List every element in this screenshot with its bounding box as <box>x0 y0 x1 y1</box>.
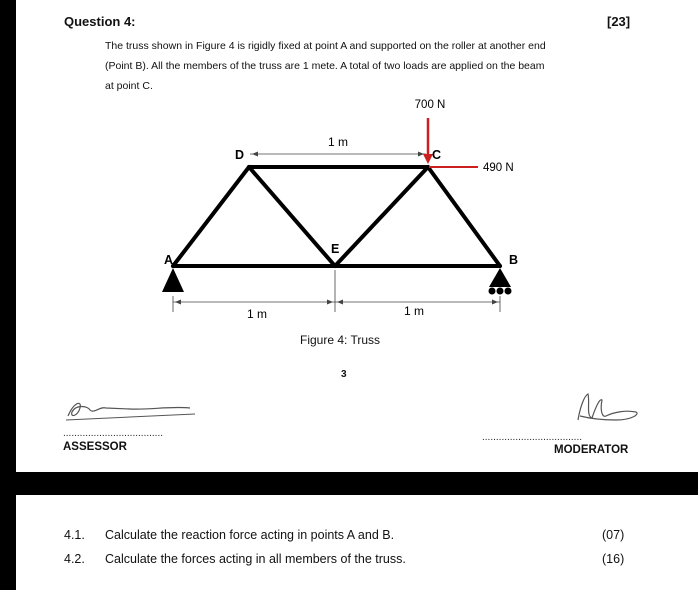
truss-figure: 1 m 700 N 49 <box>162 99 518 321</box>
bottom-dimensions <box>172 270 501 312</box>
task-marks-2: (16) <box>602 552 625 566</box>
fixed-support-a <box>162 268 184 292</box>
task-number-1: 4.1. <box>64 528 85 542</box>
load-arrow-700n: 700 N <box>415 99 446 164</box>
node-label-e: E <box>331 242 339 256</box>
moderator-label: MODERATOR <box>554 444 629 456</box>
question-marks: [23] <box>607 14 631 29</box>
dim-bottom-right-label: 1 m <box>404 304 424 318</box>
dim-bottom-left-label: 1 m <box>247 307 267 321</box>
node-label-c: C <box>432 148 441 162</box>
question-title: Question 4: <box>64 14 136 29</box>
moderator-signature <box>577 393 638 421</box>
load-490n-label: 490 N <box>483 162 514 174</box>
assessor-label: ASSESSOR <box>63 441 127 453</box>
member-ec <box>333 165 430 268</box>
load-arrow-490n: 490 N <box>429 162 514 174</box>
task-marks-1: (07) <box>602 528 625 542</box>
truss-members <box>171 165 502 268</box>
tasks-page: 4.1. Calculate the reaction force acting… <box>16 495 698 590</box>
moderator-line: .................................... <box>482 432 583 443</box>
member-cb <box>426 165 502 268</box>
load-700n-label: 700 N <box>415 99 446 111</box>
assessor-signature <box>65 402 196 421</box>
task-number-2: 4.2. <box>64 552 85 566</box>
member-de <box>247 165 337 268</box>
node-label-b: B <box>509 253 518 267</box>
dim-top-label: 1 m <box>328 135 348 149</box>
node-label-a: A <box>164 253 173 267</box>
page-number: 3 <box>341 369 347 380</box>
question-text-line-3: at point C. <box>105 80 153 92</box>
question-page: Question 4: [23] The truss shown in Figu… <box>16 0 698 472</box>
figure-caption: Figure 4: Truss <box>300 333 381 347</box>
task-text-1: Calculate the reaction force acting in p… <box>105 528 395 542</box>
assessor-line: .................................... <box>63 428 164 439</box>
question-text-line-1: The truss shown in Figure 4 is rigidly f… <box>105 40 546 52</box>
roller-support-b <box>488 268 512 295</box>
question-text-line-2: (Point B). All the members of the truss … <box>105 60 545 72</box>
task-text-2: Calculate the forces acting in all membe… <box>105 552 406 566</box>
top-dimension: 1 m <box>250 135 426 157</box>
member-ad <box>171 165 251 268</box>
node-label-d: D <box>235 148 244 162</box>
